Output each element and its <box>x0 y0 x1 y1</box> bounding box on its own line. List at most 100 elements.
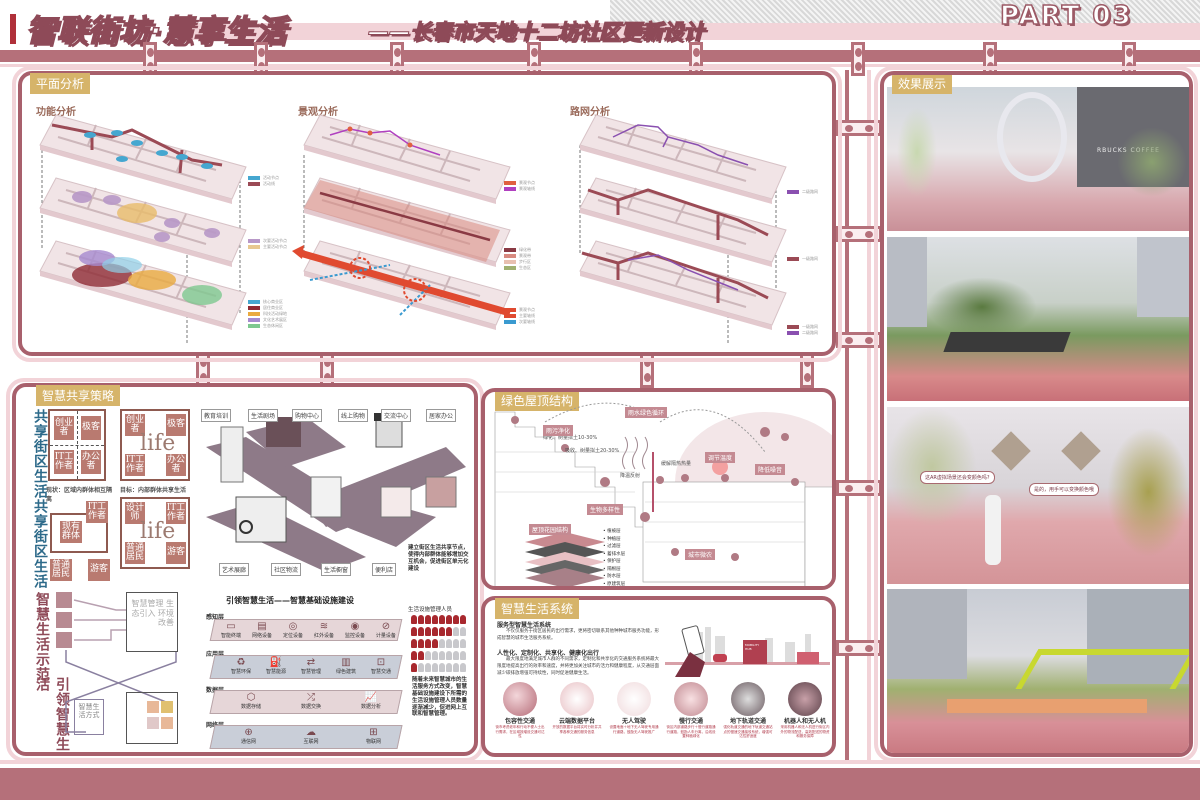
person-icon <box>56 632 72 648</box>
person-icon <box>432 615 438 624</box>
roof-note: 降温反射 <box>620 473 641 479</box>
staff-pictogram-chart <box>411 615 473 675</box>
part-number: PART 03 <box>999 0 1133 32</box>
side-rail <box>867 70 871 760</box>
renders-panel-outline <box>874 66 1198 762</box>
person-icon <box>460 639 466 648</box>
landscape-legend-bottom: 景观节点 主要轴线 次要轴线 <box>504 307 535 325</box>
layer-name: 感知层 <box>206 614 225 621</box>
robot-drone-image <box>788 682 822 716</box>
page-subtitle: ——长春市天地十二坊社区更新设计 <box>368 20 705 45</box>
panel-label: 智慧生活系统 <box>495 598 580 619</box>
road-legend-mid: 一级路网 <box>787 256 818 262</box>
network-device-icon: ▤ <box>257 621 267 632</box>
current-state-diagram-2 <box>50 513 108 553</box>
meter-icon: ⊘ <box>381 621 391 632</box>
current-caption: 现状：区域内群体相互隔离 <box>46 487 113 503</box>
life-label: life <box>140 431 176 456</box>
mode-item: 包容性交通街市考虑老年和行动不便人士出行需求，在区域按增设交通可达性 <box>495 682 545 739</box>
row2-title: 共享街区生活 <box>32 499 48 589</box>
group-box: 普通居民 <box>125 542 145 564</box>
cloud-platform-image <box>560 682 594 716</box>
network-items: ⊕通信网 ☁互联网 ⊞物联网 <box>241 727 381 745</box>
person-icon <box>418 639 424 648</box>
person-icon <box>56 612 72 628</box>
header-pink-band <box>190 23 1200 40</box>
person-icon <box>446 651 452 660</box>
lead-title: 引领智慧生活 <box>34 677 70 752</box>
node-tag: 交流中心 <box>381 409 412 422</box>
roof-layer-item: • 防水层 <box>603 574 621 579</box>
function-legend-mid: 次要活动节点 主要活动节点 <box>248 238 287 250</box>
node-tag: 购物中心 <box>292 409 323 422</box>
person-icon <box>411 615 417 624</box>
perception-items: ▭智能终端 ▤网络设备 ◎定位设备 ≋红外设备 ◉监控设备 ⊘计量设备 <box>221 621 396 639</box>
person-icon <box>432 663 438 672</box>
person-icon <box>453 627 459 636</box>
demo-title: 智慧生活示范 <box>34 592 50 682</box>
person-icon <box>411 627 417 636</box>
person-icon <box>432 639 438 648</box>
slow-traffic-image <box>674 682 708 716</box>
mobility-modes: 包容性交通街市考虑老年和行动不便人士出行需求，在区域按增设交通可达性 云端数据平… <box>495 682 830 739</box>
speech-bubble: 是的，用手可以变换颜色哦 <box>1029 483 1100 496</box>
renders-panel: 效果展示 RBUCKS COFFEE 这AR虚拟场景还会变颜色吗? 是的，用手可… <box>880 71 1193 757</box>
person-icon <box>460 615 466 624</box>
person-icon <box>432 627 438 636</box>
person-icon <box>446 663 452 672</box>
person-icon <box>418 627 424 636</box>
iot-icon: ⊞ <box>369 727 378 738</box>
person-icon <box>439 639 445 648</box>
group-box: 游客 <box>166 542 186 564</box>
staff-title: 生活设施管理人员 <box>408 607 453 613</box>
data-items: ⬡数据存储 ⤮数据交换 📈数据分析 <box>241 692 381 710</box>
roof-tag: 生物多样性 <box>587 504 624 515</box>
node-tag: 教育培训 <box>201 409 232 422</box>
person-icon <box>56 592 72 608</box>
staff-row <box>411 615 473 624</box>
roof-layer-item: • 种植层 <box>603 536 621 542</box>
bottom-rail <box>0 768 1200 800</box>
rail-connector <box>836 226 882 242</box>
section-title-landscape: 景观分析 <box>298 107 338 118</box>
current-state-diagram: 创业者 极客 IT工作者 办公者 <box>48 409 106 481</box>
staff-row <box>411 627 473 636</box>
roof-section-illustration <box>494 402 832 586</box>
node-tag: 生活橱窗 <box>321 563 352 576</box>
rail-connector <box>851 42 865 76</box>
road-legend-bottom: 一级路网 二级路网 <box>787 324 818 336</box>
recycle-icon: ♻ <box>236 657 246 668</box>
section-title-road: 路网分析 <box>570 107 610 118</box>
mobility-hub-sign: MOBILITY HUB <box>745 643 760 651</box>
panel-label: 绿色屋顶结构 <box>495 392 580 411</box>
side-rail <box>845 70 849 760</box>
layer-name: 应用层 <box>206 649 224 658</box>
panel-label: 智慧共享策略 <box>36 385 121 406</box>
inclusive-transport-image <box>503 682 537 716</box>
person-icon <box>460 627 466 636</box>
group-box: 办公者 <box>81 450 101 474</box>
location-icon: ◎ <box>288 621 298 632</box>
plan-panel-outline <box>12 66 842 362</box>
roof-structure-list: • 植被层• 种植层• 过滤层• 蓄排水层• 保护层• 隔根层• 防水层• 原建… <box>603 528 626 587</box>
roof-tag: 屋顶花园结构 <box>529 524 572 535</box>
roof-layer-item: • 原建筑层 <box>603 581 626 587</box>
group-box: 普通居民 <box>50 559 72 581</box>
goal-state-diagram: 创业者 极客 IT工作者 办公者 life <box>120 409 190 481</box>
person-icon <box>425 627 431 636</box>
function-legend-bottom: 核心商业区 居住商业区 科技活动绿地 文化艺术展区 生态休闲区 <box>248 299 287 329</box>
group-box: 极客 <box>81 416 101 440</box>
person-icon <box>439 615 445 624</box>
person-icon <box>418 615 424 624</box>
node-tag: 居家办公 <box>426 409 457 422</box>
bottom-stripe <box>0 760 1200 764</box>
render-streetscape <box>887 589 1189 753</box>
node-tag: 生活剧场 <box>248 409 279 422</box>
green-roof-panel: 绿色屋顶结构 雨水绿色循环 绿化、树量拟土10-30% 吸收、树量拟土20-30… <box>481 388 836 590</box>
person-icon <box>425 615 431 624</box>
person-icon <box>453 663 459 672</box>
person-icon <box>439 663 445 672</box>
rail-connector <box>836 332 882 348</box>
node-tag: 社区物流 <box>271 563 302 576</box>
person-icon <box>453 615 459 624</box>
